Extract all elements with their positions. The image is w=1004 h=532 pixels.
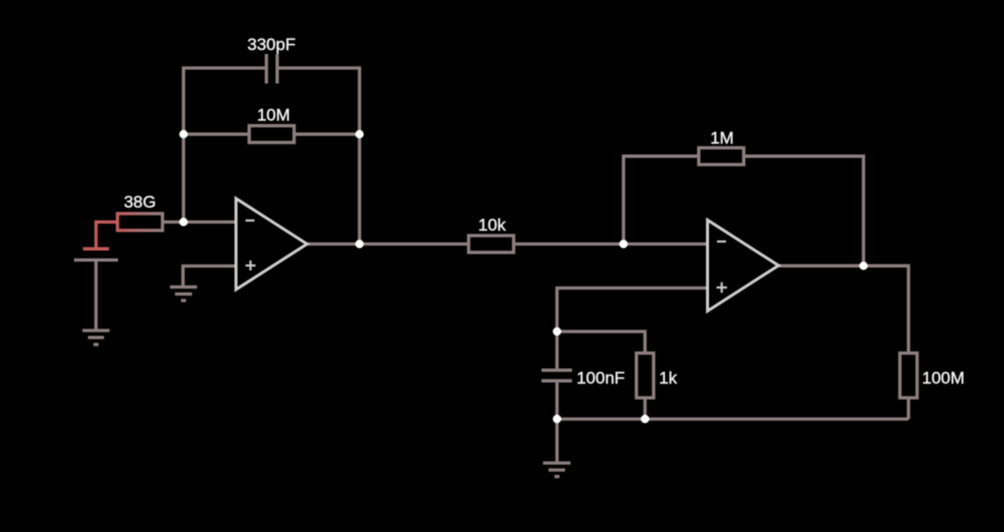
svg-text:100nF: 100nF — [577, 369, 625, 388]
svg-text:10M: 10M — [257, 106, 290, 125]
svg-text:100M: 100M — [922, 369, 965, 388]
svg-text:1M: 1M — [710, 129, 734, 148]
svg-text:38G: 38G — [124, 193, 156, 212]
svg-text:330pF: 330pF — [247, 35, 295, 54]
svg-text:10k: 10k — [478, 216, 506, 235]
svg-text:1k: 1k — [659, 369, 677, 388]
